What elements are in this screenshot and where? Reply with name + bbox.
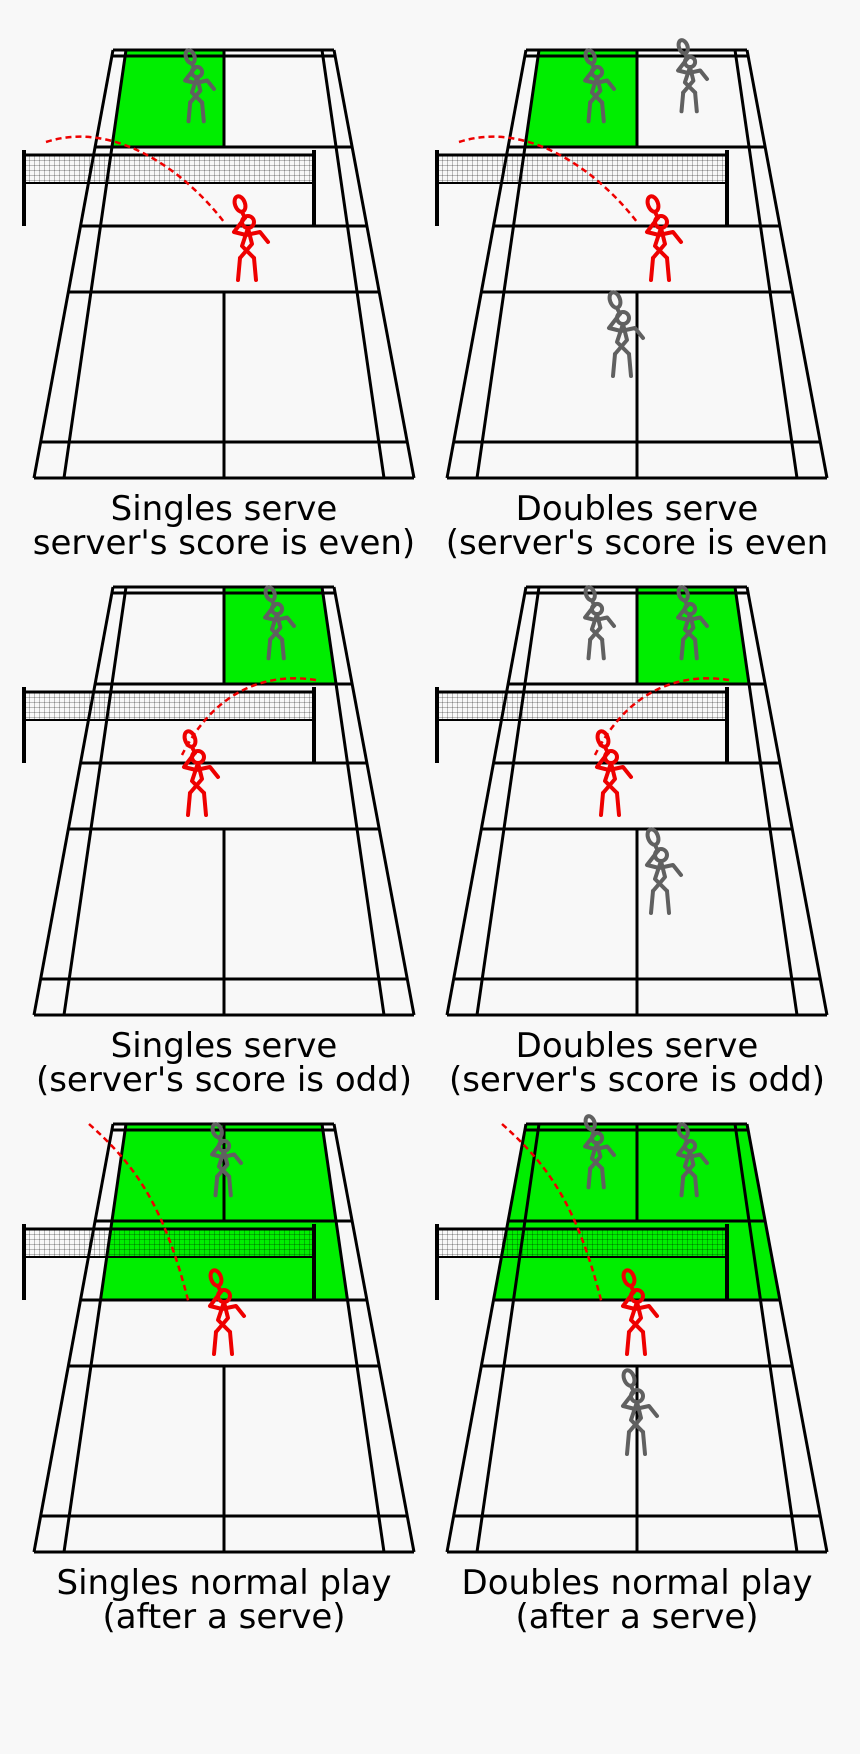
player-opp-right <box>676 38 709 114</box>
server <box>621 1268 659 1356</box>
panel-singles-normal-play: Singles normal play(after a serve) <box>22 1122 416 1637</box>
panel-singles-serve-odd: Singles serve(server's score is odd) <box>22 585 416 1100</box>
partner <box>645 827 683 915</box>
caption-line: (server's score is odd) <box>449 1060 825 1100</box>
caption-line: Singles serve <box>111 489 338 529</box>
caption: Doubles serve(server's score is even <box>446 489 828 563</box>
court <box>435 1114 829 1554</box>
caption-line: (after a serve) <box>102 1597 345 1637</box>
caption-line: (after a serve) <box>515 1597 758 1637</box>
caption-line: (server's score is even <box>446 523 828 563</box>
partner <box>607 290 645 378</box>
server <box>595 729 633 817</box>
player-opp-left <box>583 48 616 124</box>
player-opp-center <box>210 1122 243 1198</box>
partner <box>621 1368 659 1456</box>
caption-line: server's score is even) <box>33 523 415 563</box>
caption: Singles serve(server's score is odd) <box>36 1026 412 1100</box>
server <box>208 1268 246 1356</box>
caption-line: Singles serve <box>111 1026 338 1066</box>
court <box>22 585 416 1017</box>
panel-doubles-serve-odd: Doubles serve(server's score is odd) <box>435 585 829 1100</box>
player-opp-right <box>676 585 709 661</box>
player-opp-left <box>583 1114 616 1190</box>
court <box>22 1122 416 1554</box>
court <box>435 38 829 480</box>
caption-line: Doubles serve <box>516 489 759 529</box>
server <box>232 194 270 282</box>
player-opp-left <box>583 585 616 661</box>
court <box>22 48 416 480</box>
player-opp-right <box>263 585 296 661</box>
caption-line: Doubles normal play <box>462 1563 813 1603</box>
player-opp-right <box>676 1122 709 1198</box>
caption: Singles normal play(after a serve) <box>57 1563 392 1637</box>
server <box>182 729 220 817</box>
server <box>645 194 683 282</box>
panel-doubles-normal-play: Doubles normal play(after a serve) <box>435 1114 829 1637</box>
caption-line: Doubles serve <box>516 1026 759 1066</box>
caption: Doubles normal play(after a serve) <box>462 1563 813 1637</box>
caption-line: Singles normal play <box>57 1563 392 1603</box>
caption: Doubles serve(server's score is odd) <box>449 1026 825 1100</box>
court <box>435 585 829 1017</box>
player-opp-left <box>183 48 216 124</box>
caption-line: (server's score is odd) <box>36 1060 412 1100</box>
panel-doubles-serve-even: Doubles serve(server's score is even <box>435 38 829 563</box>
